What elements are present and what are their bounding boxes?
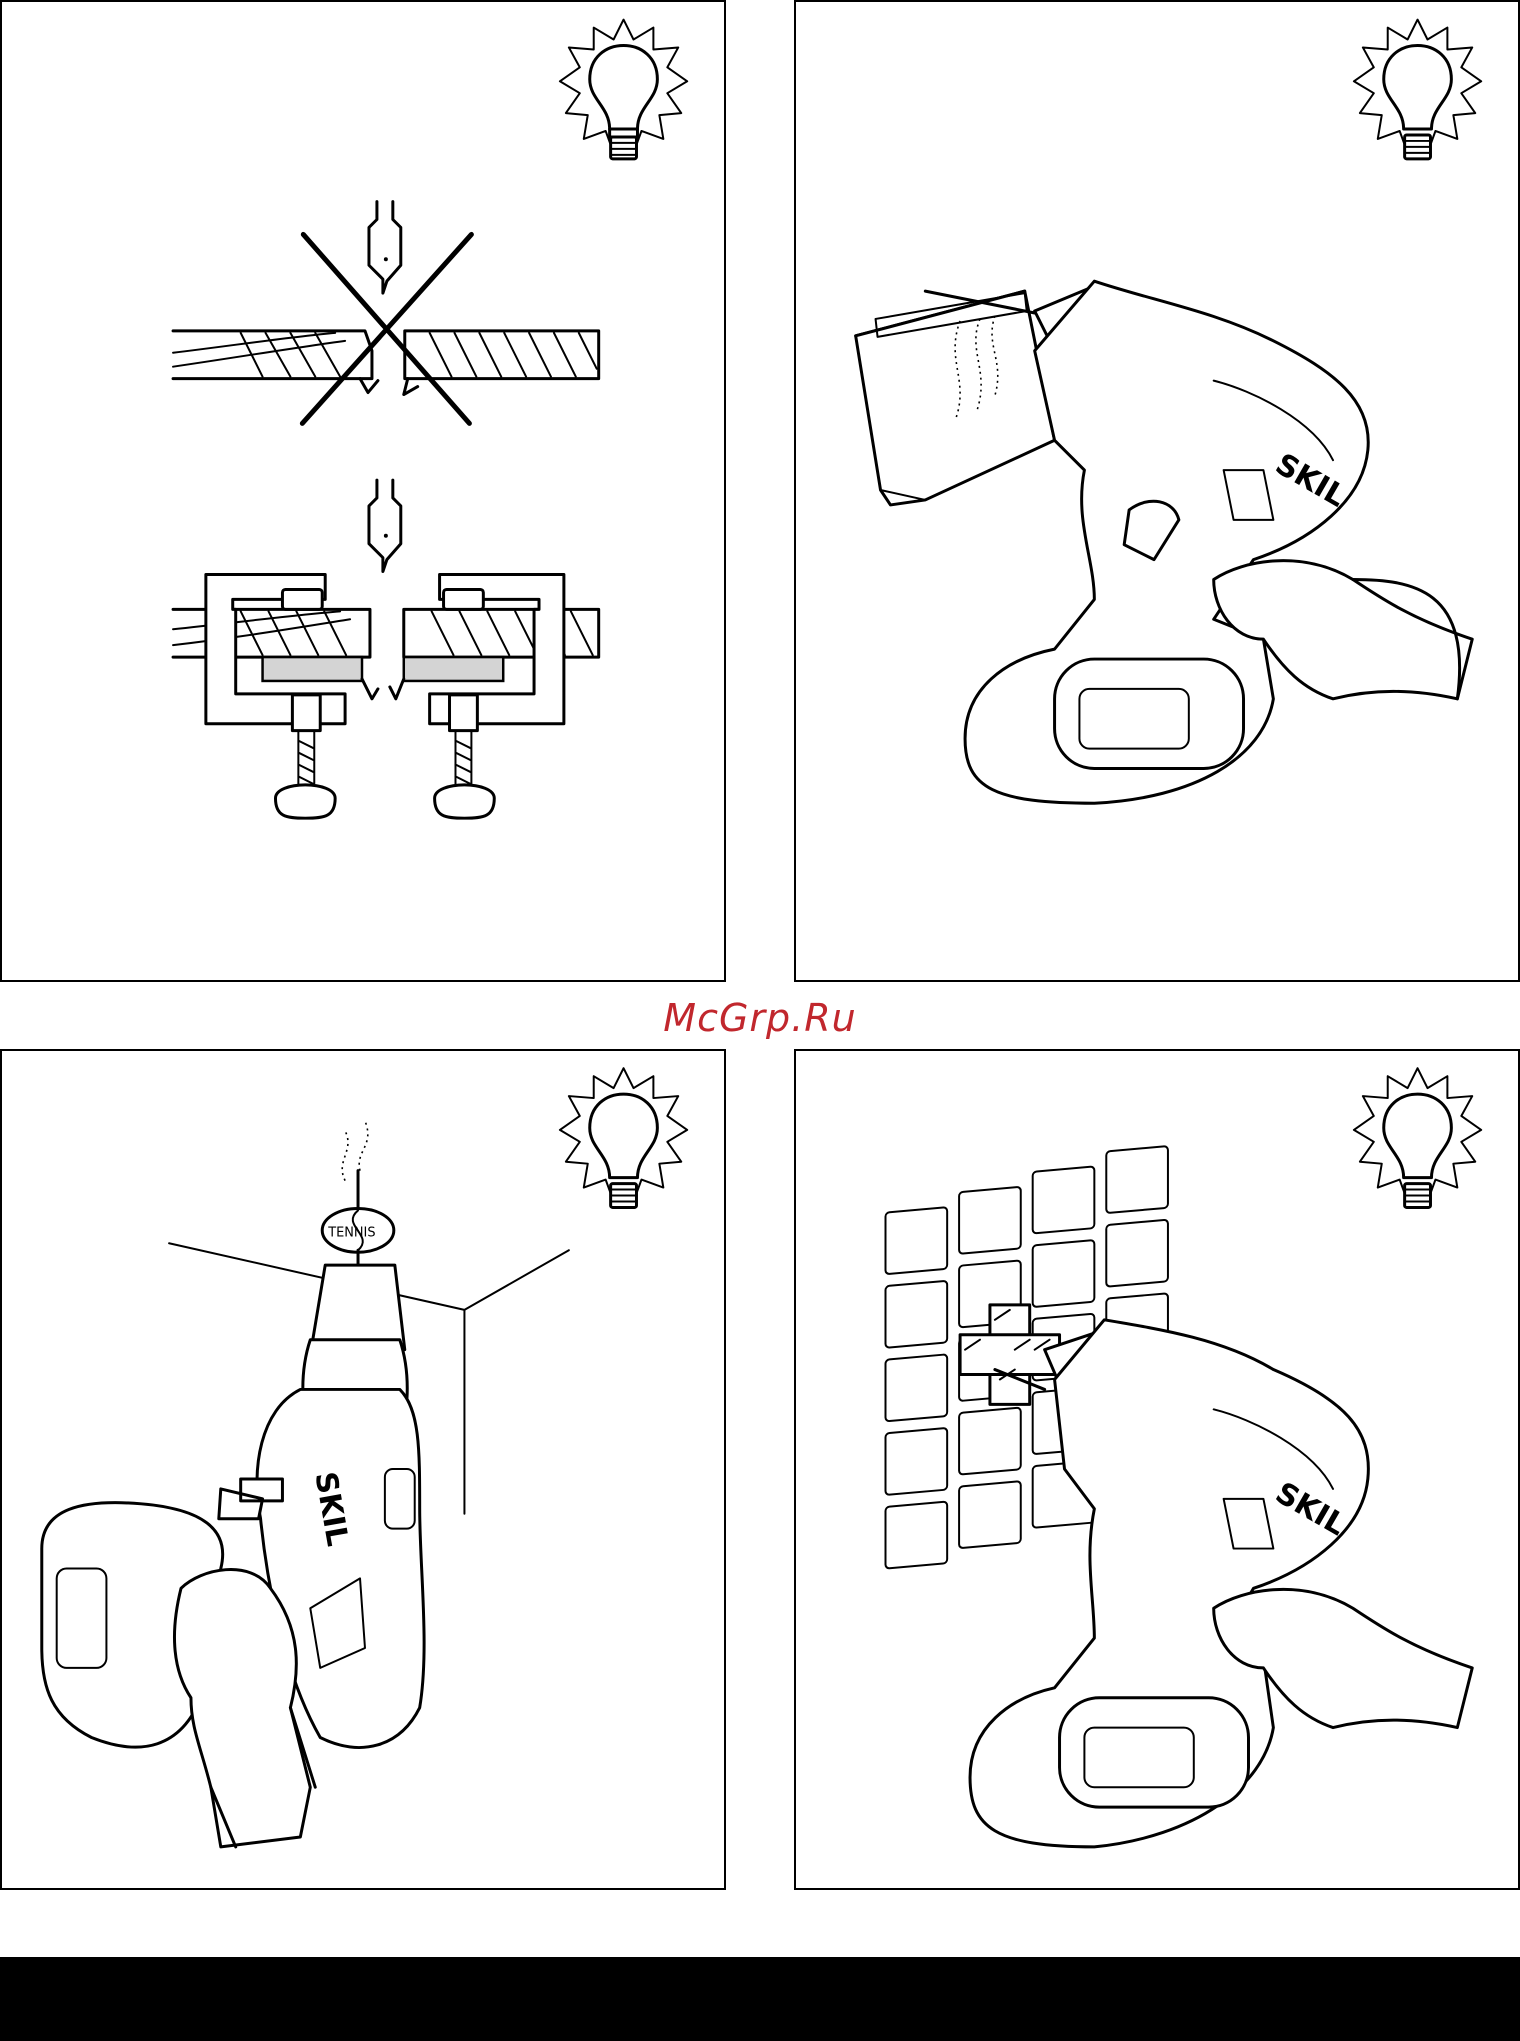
page-footer-bar (0, 1957, 1520, 2041)
wall-tile (886, 1428, 948, 1495)
wall-tile (1106, 1146, 1168, 1213)
wall-tile (886, 1207, 948, 1274)
dust-particles (342, 1121, 368, 1181)
wall-tile (886, 1354, 948, 1421)
watermark-text: McGrp.Ru (600, 996, 920, 1040)
tennis-ball-illustration: TENNIS SKIL (2, 1051, 724, 1888)
lightbulb-tip-icon (1354, 1068, 1481, 1207)
tennis-ball: TENNIS (322, 1171, 394, 1265)
wall-tile (886, 1281, 948, 1348)
wall-tile (1033, 1166, 1095, 1233)
drill-bit-bottom (369, 480, 401, 571)
panel-tennis-ball: TENNIS SKIL (0, 1049, 726, 1890)
clamp-left (206, 575, 378, 819)
wall-tile (1106, 1220, 1168, 1287)
wall-tile (1033, 1240, 1095, 1307)
lightbulb-tip-icon (1354, 20, 1481, 159)
wood-clamping-illustration (2, 2, 724, 980)
tennis-ball-label: TENNIS (327, 1225, 375, 1240)
wall-tile (959, 1187, 1021, 1254)
wood-board-top (173, 331, 599, 395)
panel-tile-drilling: SKIL (794, 1049, 1520, 1890)
panel-wood-clamping (0, 0, 726, 982)
dust-bag-illustration: SKIL (796, 2, 1518, 980)
wall-tile (959, 1481, 1021, 1548)
panel-dust-bag: SKIL (794, 0, 1520, 982)
lightbulb-tip-icon (560, 20, 687, 159)
wrong-cross-icon (302, 234, 471, 423)
tile-drilling-illustration: SKIL (796, 1051, 1518, 1888)
lightbulb-tip-icon (560, 1068, 687, 1207)
wall-tile (959, 1408, 1021, 1475)
wall-tile (886, 1502, 948, 1569)
drill-bit-top (369, 202, 401, 293)
paper-dust-bag (856, 291, 1055, 505)
clamp-right (390, 575, 564, 819)
